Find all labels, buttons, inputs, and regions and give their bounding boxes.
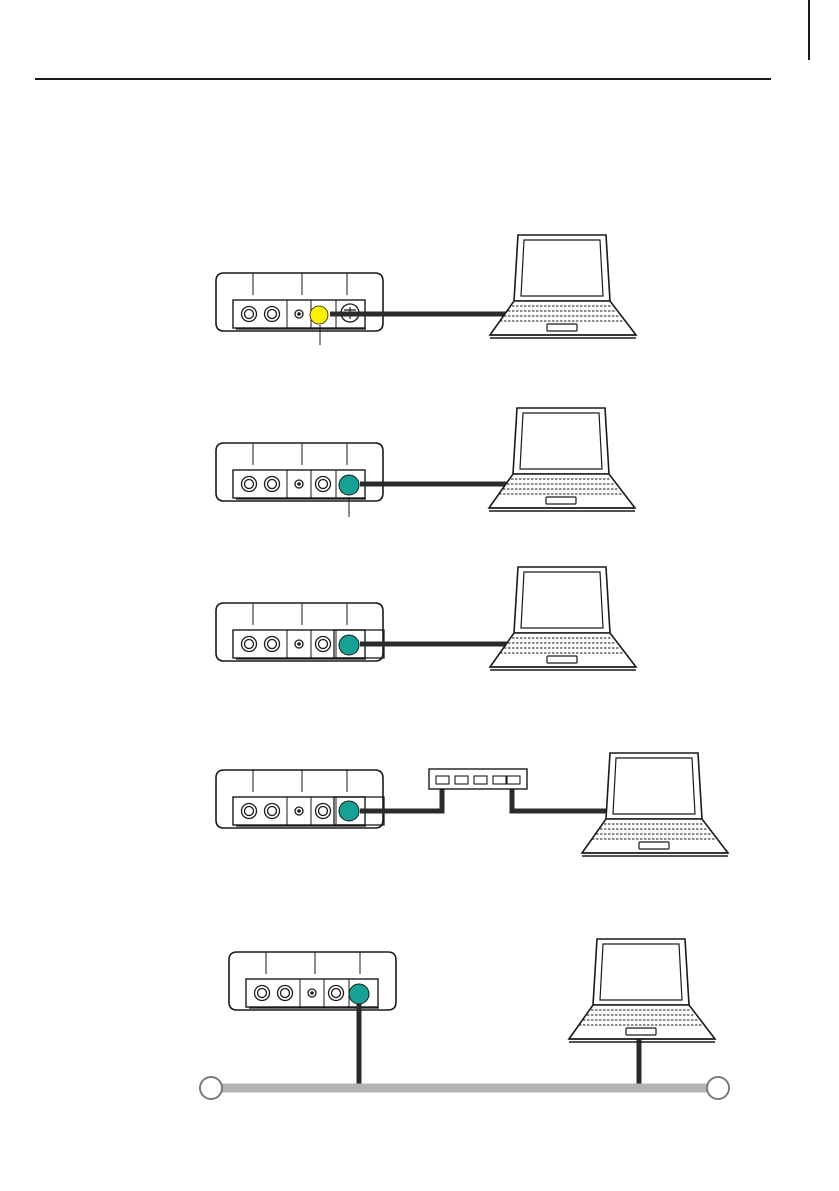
usb-port-highlight [310,306,328,324]
measurement-instrument-icon [216,603,383,661]
measurement-instrument-icon [216,273,383,331]
lan-port-highlight [339,801,359,821]
measurement-instrument-icon [216,443,383,501]
measurement-instrument-icon [216,770,383,828]
diagram-lan-network-connection [200,939,729,1099]
diagram-usb-connection [216,235,636,345]
laptop-icon [569,939,715,1042]
network-hub-icon [429,769,527,789]
measurement-instrument-icon [229,952,396,1010]
laptop-icon [489,408,635,511]
lan-port-highlight [349,984,369,1004]
laptop-icon [490,235,636,338]
bus-terminator-icon [200,1077,222,1099]
laptop-icon [582,753,728,856]
diagram-lan-direct-connection-2 [216,567,636,670]
lan-port-highlight [339,475,359,495]
bus-terminator-icon [707,1077,729,1099]
laptop-icon [490,567,636,670]
lan-port-highlight [339,635,359,655]
diagram-lan-hub-connection [216,753,728,856]
diagram-lan-direct-connection-1 [216,408,635,517]
